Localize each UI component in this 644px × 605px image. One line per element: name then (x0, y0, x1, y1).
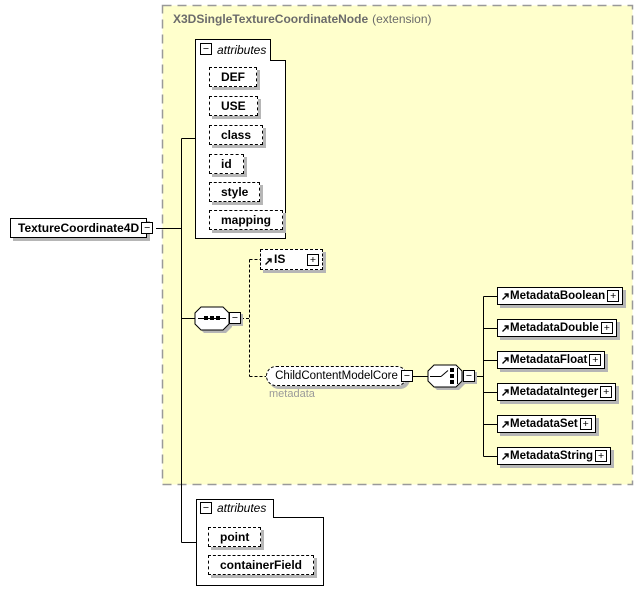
element-label: MetadataBoolean (510, 290, 606, 302)
element-is[interactable]: IS + (260, 249, 323, 270)
element-label: MetadataDouble (510, 322, 599, 334)
collapse-icon[interactable]: − (200, 502, 212, 514)
attributes-group-label: attributes (217, 43, 267, 57)
element-label: MetadataInteger (510, 386, 599, 398)
attribute-def[interactable]: DEF (209, 67, 257, 87)
attribute-use[interactable]: USE (209, 96, 258, 116)
element-metadatastring[interactable]: MetadataString + (497, 447, 612, 465)
element-ref-icon (502, 389, 509, 396)
attribute-label: USE (221, 99, 246, 113)
element-metadataset[interactable]: MetadataSet + (497, 415, 596, 433)
collapse-icon[interactable]: − (229, 312, 241, 324)
element-metadatafloat[interactable]: MetadataFloat + (497, 351, 606, 369)
attribute-label: containerField (220, 558, 303, 572)
attributes-group-label: attributes (217, 501, 267, 515)
element-ref-icon (502, 325, 509, 332)
expand-icon[interactable]: + (600, 322, 613, 334)
attribute-label: mapping (221, 213, 271, 227)
element-metadataboolean[interactable]: MetadataBoolean + (497, 287, 624, 305)
element-label: MetadataString (510, 450, 594, 462)
attribute-containerfield[interactable]: containerField (208, 555, 315, 575)
element-ref-icon (502, 357, 509, 364)
attribute-label: point (220, 530, 250, 544)
expand-icon[interactable]: + (307, 253, 319, 266)
attribute-point[interactable]: point (208, 527, 262, 547)
sequence-icon (194, 306, 232, 333)
expand-icon[interactable]: + (579, 418, 592, 430)
collapse-icon[interactable]: − (401, 370, 413, 382)
element-metadatainteger[interactable]: MetadataInteger + (497, 383, 617, 401)
element-label: MetadataFloat (510, 354, 588, 366)
expand-icon[interactable]: + (600, 386, 613, 398)
attribute-style[interactable]: style (209, 182, 261, 202)
expand-icon[interactable]: + (595, 450, 608, 462)
attribute-label: style (221, 185, 249, 199)
annotation-metadata: metadata (269, 388, 315, 400)
attribute-mapping[interactable]: mapping (209, 210, 283, 230)
dashed-connectors (241, 259, 266, 377)
solid-connectors (156, 138, 497, 543)
collapse-icon[interactable]: − (200, 43, 212, 55)
extension-group-title: X3DSingleTextureCoordinateNode(extension… (173, 12, 432, 26)
collapse-icon[interactable]: − (141, 222, 154, 234)
element-ref-icon (502, 421, 509, 428)
expand-icon[interactable]: + (607, 290, 620, 302)
collapse-icon[interactable]: − (463, 370, 475, 382)
element-ref-icon (502, 293, 509, 300)
element-ref-icon (265, 258, 272, 265)
group-label: ChildContentModelCore (275, 370, 398, 382)
element-ref-icon (502, 453, 509, 460)
element-label: TextureCoordinate4D (18, 221, 140, 235)
element-label: IS (274, 252, 286, 266)
element-texturecoordinate4d[interactable]: TextureCoordinate4D − (10, 218, 154, 238)
attribute-label: DEF (221, 70, 245, 84)
group-title-suffix: (extension) (372, 12, 432, 26)
element-metadatadouble[interactable]: MetadataDouble + (497, 319, 617, 337)
choice-icon (427, 364, 465, 390)
group-title-text: X3DSingleTextureCoordinateNode (173, 12, 369, 26)
expand-icon[interactable]: + (589, 354, 602, 366)
attribute-label: id (221, 157, 232, 171)
attribute-id[interactable]: id (209, 154, 244, 174)
attribute-label: class (221, 128, 252, 142)
group-childcontentmodelcore[interactable]: ChildContentModelCore − (266, 366, 413, 386)
element-label: MetadataSet (510, 418, 578, 430)
attribute-class[interactable]: class (209, 125, 264, 145)
